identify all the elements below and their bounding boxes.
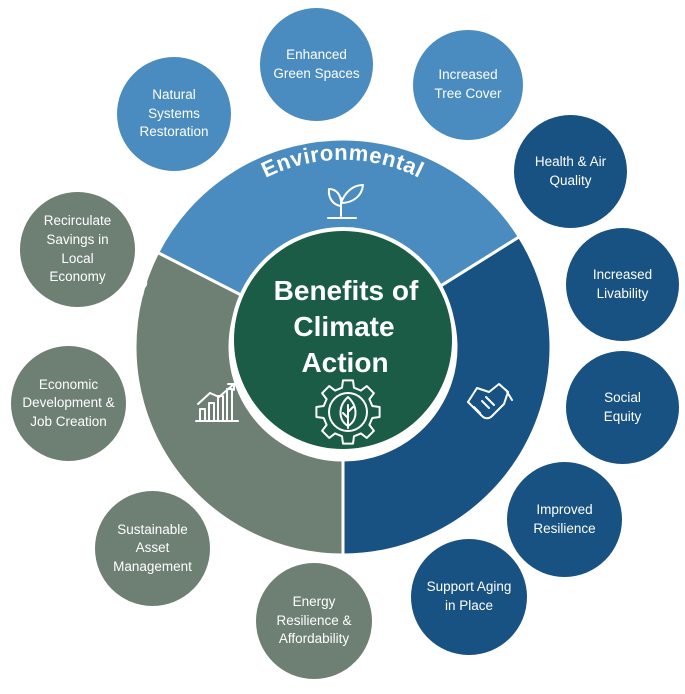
bubble-label: Increased Livability [592, 266, 653, 301]
bubble-recirculate-savings: Recirculate Savings in Local Economy [20, 192, 135, 307]
bubble-label: Improved Resilience [533, 501, 596, 536]
bubble-label: Recirculate Savings in Local Economy [43, 213, 112, 285]
bubble-label: Social Equity [603, 389, 642, 424]
bubble-label: Support Aging in Place [426, 579, 512, 613]
sector-social [341, 234, 553, 557]
center-title-line-3: Action [301, 347, 388, 378]
sector-economic [133, 250, 345, 557]
bubble-increased-livability: Increased Livability [566, 228, 679, 341]
gear-leaf-icon [315, 379, 381, 445]
bubble-label: Health & Air Quality [534, 153, 607, 188]
bubble-label: Increased Tree Cover [434, 67, 502, 101]
bubble-label: Enhanced Green Spaces [273, 46, 360, 81]
center-title-line-2: Climate [293, 311, 394, 342]
center-circle [230, 227, 456, 453]
bubble-sustainable-asset-management: Sustainable Asset Management [95, 491, 210, 606]
bubble-energy-resilience: Energy Resilience & Affordability [256, 563, 372, 679]
bubble-label: Natural Systems Restoration [139, 87, 209, 140]
bubble-health-air-quality: Health & Air Quality [514, 115, 627, 228]
sprout-icon [327, 184, 364, 219]
bubble-label: Energy Resilience & Affordability [276, 594, 352, 647]
bubble-label: Economic Development & Job Creation [22, 376, 115, 429]
growth-chart-icon [195, 383, 239, 422]
bubble-label: Sustainable Asset Management [113, 521, 192, 574]
handshake-icon [467, 383, 513, 420]
bubble-natural-systems-restoration: Natural Systems Restoration [117, 57, 231, 171]
bubble-increased-tree-cover: Increased Tree Cover [413, 30, 523, 140]
bubble-economic-development: Economic Development & Job Creation [11, 346, 126, 461]
bubble-improved-resilience: Improved Resilience [507, 462, 622, 577]
bubble-social-equity: Social Equity [566, 351, 679, 464]
bubble-enhanced-green-spaces: Enhanced Green Spaces [260, 8, 373, 121]
bubble-support-aging-in-place: Support Aging in Place [411, 539, 527, 655]
center-title-line-1: Benefits of [274, 275, 419, 306]
